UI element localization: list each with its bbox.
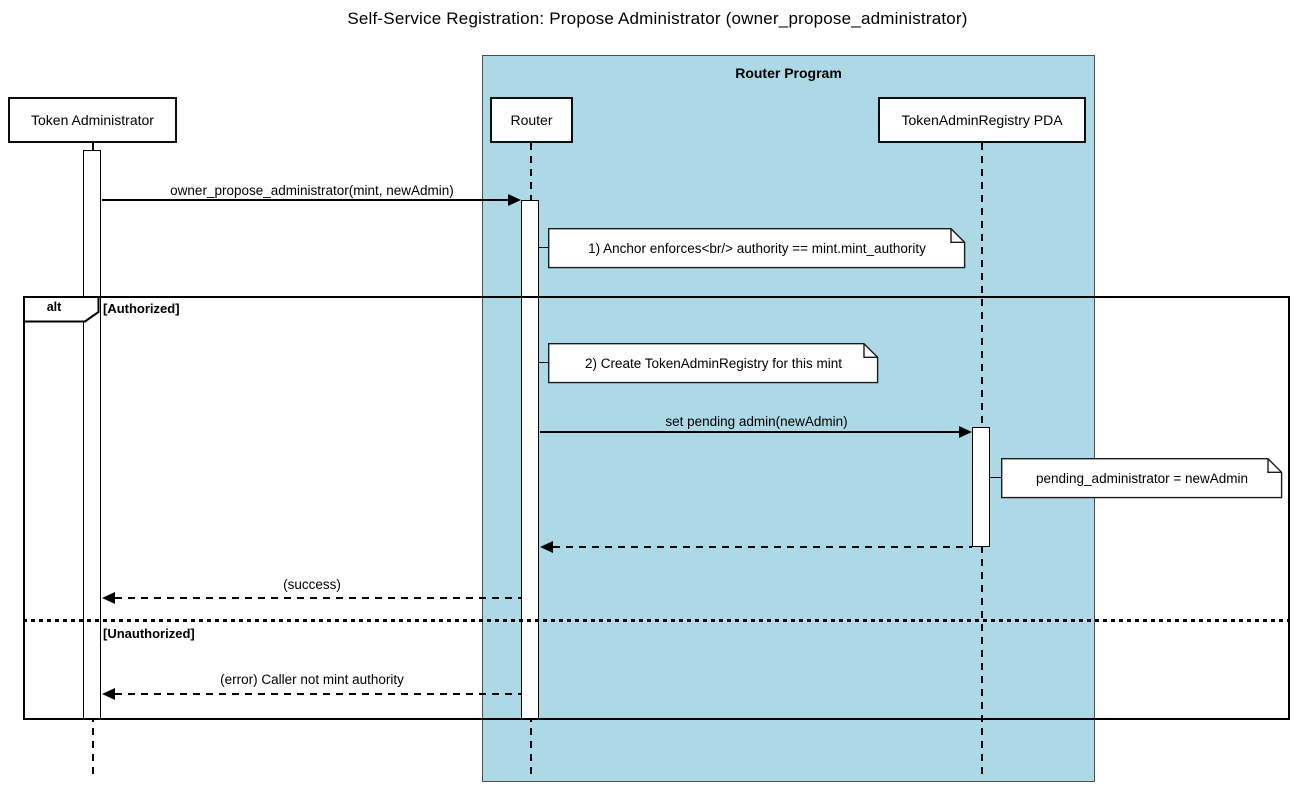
guard-unauthorized: [Unauthorized] <box>103 626 195 641</box>
note2-connector <box>539 362 549 364</box>
participant-router: Router <box>490 97 573 143</box>
note1-shape <box>548 228 966 269</box>
diagram-title: Self-Service Registration: Propose Admin… <box>347 9 968 28</box>
message-success-arrowhead <box>102 592 115 604</box>
message-error-arrowhead <box>102 688 115 700</box>
message-owner-propose-line <box>102 199 511 201</box>
message-owner-propose-arrowhead <box>508 194 521 206</box>
note3-text: pending_administrator = newAdmin <box>1036 470 1248 486</box>
participant-registry-pda-label: TokenAdminRegistry PDA <box>901 112 1063 128</box>
participant-router-label: Router <box>510 112 553 128</box>
router-program-label: Router Program <box>735 65 842 81</box>
alt-operator-label: alt <box>46 300 62 314</box>
participant-token-administrator-label: Token Administrator <box>31 112 154 128</box>
note3-shape <box>1001 458 1283 499</box>
participant-registry-pda: TokenAdminRegistry PDA <box>878 97 1086 143</box>
participant-token-administrator: Token Administrator <box>8 97 177 143</box>
message-owner-propose-label: owner_propose_administrator(mint, newAdm… <box>170 183 454 198</box>
message-set-pending-line <box>540 431 961 433</box>
message-error-line <box>115 693 521 695</box>
message-registry-return-line <box>553 546 972 548</box>
router-program-container <box>482 55 1095 782</box>
note2-text: 2) Create TokenAdminRegistry for this mi… <box>584 355 843 371</box>
activation-registry-pda <box>972 427 990 547</box>
activation-token-administrator <box>83 150 101 719</box>
note1-text: 1) Anchor enforces<br/> authority == min… <box>588 240 926 256</box>
note1-connector <box>539 247 549 249</box>
message-success-label: (success) <box>283 577 341 592</box>
note2-shape <box>548 343 879 384</box>
message-registry-return-arrowhead <box>540 541 553 553</box>
message-set-pending-label: set pending admin(newAdmin) <box>665 414 848 429</box>
message-set-pending-arrowhead <box>959 426 972 438</box>
guard-authorized: [Authorized] <box>103 301 180 316</box>
alt-divider <box>23 619 1290 622</box>
note3-connector <box>990 477 1001 479</box>
message-error-label: (error) Caller not mint authority <box>220 672 404 687</box>
activation-router <box>521 200 539 719</box>
message-success-line <box>115 597 521 599</box>
